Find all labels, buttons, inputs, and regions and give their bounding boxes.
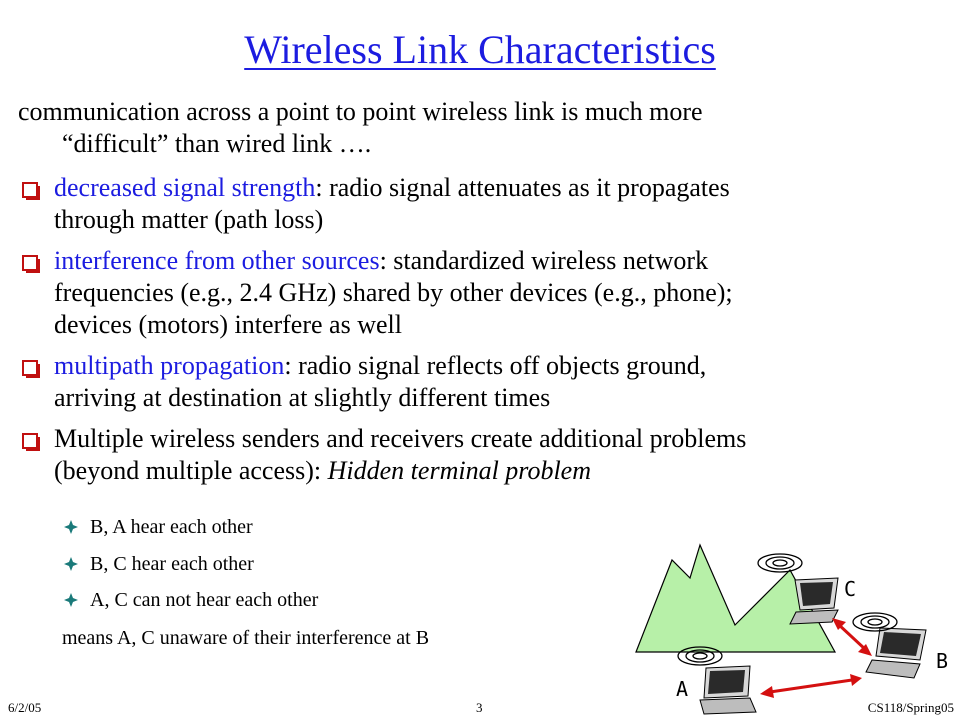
laptop-c-icon [789, 577, 839, 625]
footer-course: CS118/Spring05 [867, 700, 954, 715]
laptop-b-icon [865, 627, 927, 679]
wave-a-icon [677, 646, 723, 666]
footer-date: 6/2/05 [8, 700, 42, 715]
laptop-a-icon [699, 665, 757, 715]
bullet-emphasis: Hidden terminal problem [327, 456, 591, 485]
node-label-b: B [936, 649, 948, 673]
bullet-text: : standardized wireless network [379, 246, 709, 275]
bullet-multipath: multipath propagation: radio signal refl… [18, 350, 948, 414]
arrow-b-c-icon [832, 618, 872, 656]
bullet-signal-strength: decreased signal strength: radio signal … [18, 172, 948, 236]
sub-bullet-text: B, C hear each other [90, 553, 254, 575]
bullet-text: through matter (path loss) [54, 205, 324, 234]
wave-c-icon [757, 553, 803, 573]
footer-page-number: 3 [476, 700, 483, 715]
bullet-text: : radio signal reflects off objects grou… [284, 351, 707, 380]
hidden-terminal-diagram: C B A [635, 543, 948, 715]
checkbox-bullet-icon [22, 360, 40, 378]
diamond-bullet-icon [64, 593, 78, 607]
sub-bullet-text: A, C can not hear each other [90, 589, 319, 611]
bullet-text: Multiple wireless senders and receivers … [54, 424, 747, 453]
bullet-interference: interference from other sources: standar… [18, 245, 948, 341]
checkbox-bullet-icon [22, 182, 40, 200]
checkbox-bullet-icon [22, 433, 40, 451]
bullet-term: multipath propagation [54, 351, 285, 380]
mountain-obstacle [635, 543, 837, 653]
diamond-bullet-icon [64, 557, 78, 571]
bullet-list: decreased signal strength: radio signal … [18, 172, 948, 496]
bullet-text: : radio signal attenuates as it propagat… [315, 173, 730, 202]
checkbox-bullet-icon [22, 255, 40, 273]
intro-line-1: communication across a point to point wi… [18, 97, 703, 126]
bullet-text: devices (motors) interfere as well [54, 310, 402, 339]
node-label-a: A [676, 677, 688, 701]
intro-line-2: “difficult” than wired link …. [62, 129, 372, 158]
bullet-term: decreased signal strength [54, 173, 316, 202]
bullet-hidden-terminal: Multiple wireless senders and receivers … [18, 423, 948, 487]
bullet-text: frequencies (e.g., 2.4 GHz) shared by ot… [54, 278, 733, 307]
slide-title: Wireless Link Characteristics [244, 27, 716, 72]
arrow-a-b-icon [760, 674, 862, 698]
wave-b-icon [852, 612, 898, 632]
intro-text: communication across a point to point wi… [18, 96, 948, 160]
diamond-bullet-icon [64, 520, 78, 534]
bullet-term: interference from other sources [54, 246, 380, 275]
bullet-text: (beyond multiple access): [54, 456, 328, 485]
sub-bullet-text: B, A hear each other [90, 516, 253, 538]
bullet-text: arriving at destination at slightly diff… [54, 383, 551, 412]
node-label-c: C [844, 577, 856, 601]
means-text: means A, C unaware of their interference… [62, 627, 430, 649]
